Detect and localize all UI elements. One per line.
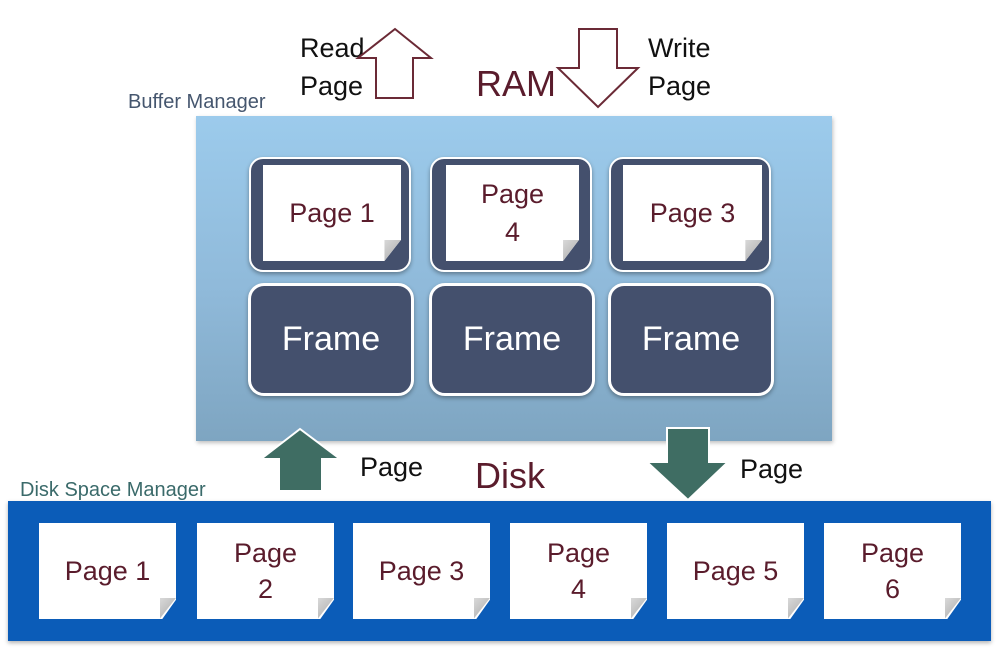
disk-page-card: Page 6 <box>824 523 961 619</box>
disk-page-card: Page 2 <box>197 523 334 619</box>
disk-page-card: Page 4 <box>510 523 647 619</box>
disk-write-down-arrow-icon <box>644 427 731 502</box>
buffer-page-label: Page 4 <box>480 179 545 247</box>
disk-write-page-label: Page <box>740 454 804 484</box>
disk-page-label: Page 6 <box>860 538 925 604</box>
disk-space-manager-label: Disk Space Manager <box>20 479 206 501</box>
disk-title: Disk <box>475 455 545 496</box>
disk-page-card: Page 3 <box>353 523 490 619</box>
buffer-manager-label: Buffer Manager <box>128 91 266 113</box>
write-page-down-arrow-icon <box>555 28 641 109</box>
buffer-page-label: Page 1 <box>289 198 375 228</box>
ram-title: RAM <box>476 63 556 104</box>
read-page-up-arrow-icon <box>355 27 434 99</box>
disk-page-label: Page 2 <box>233 538 298 604</box>
buffer-page-card: Page 4 <box>446 165 579 261</box>
read-page-label: Read Page <box>300 33 365 101</box>
disk-page-label: Page 1 <box>64 556 151 586</box>
disk-read-up-arrow-icon <box>258 427 343 492</box>
disk-page-card: Page 5 <box>667 523 804 619</box>
write-page-label: Write Page <box>648 33 712 101</box>
disk-page-label: Page 5 <box>692 556 779 586</box>
buffer-frame: Frame <box>248 283 414 396</box>
disk-page-label: Page 3 <box>378 556 465 586</box>
disk-page-card: Page 1 <box>39 523 176 619</box>
disk-page-label: Page 4 <box>546 538 611 604</box>
disk-read-page-label: Page <box>360 452 424 482</box>
buffer-page-card: Page 1 <box>263 165 401 261</box>
buffer-page-card: Page 3 <box>623 165 762 261</box>
buffer-frame: Frame <box>429 283 595 396</box>
buffer-page-label: Page 3 <box>649 198 736 228</box>
buffer-frame: Frame <box>608 283 774 396</box>
